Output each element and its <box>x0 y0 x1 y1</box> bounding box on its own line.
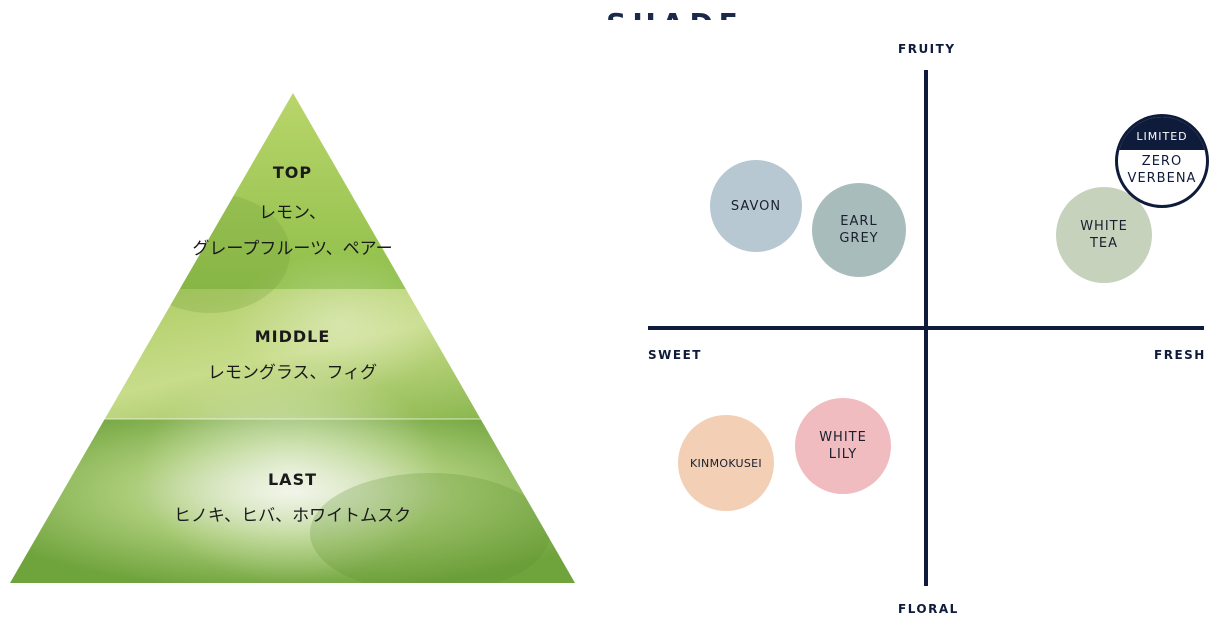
last-notes-heading: LAST <box>267 470 317 489</box>
limited-badge: LIMITED <box>1118 117 1206 150</box>
scent-white-lily[interactable]: WHITE LILY <box>795 398 891 494</box>
middle-notes-heading: MIDDLE <box>254 327 331 346</box>
scent-earl-grey[interactable]: EARL GREY <box>812 183 906 277</box>
vertical-axis <box>924 70 928 586</box>
scent-map: FRUITY FLORAL SWEET FRESH SAVON EARL GRE… <box>640 30 1213 617</box>
axis-label-fresh: FRESH <box>1154 348 1206 362</box>
scent-zero-verbena-limited[interactable]: LIMITED ZERO VERBENA <box>1115 114 1209 208</box>
scent-kinmokusei[interactable]: KINMOKUSEI <box>678 415 774 511</box>
top-notes-line2: グレープフルーツ、ペアー <box>192 239 393 259</box>
section-heading: SHADE <box>600 0 750 21</box>
axis-label-floral: FLORAL <box>898 602 959 616</box>
axis-label-sweet: SWEET <box>648 348 702 362</box>
top-notes-line1: レモン、 <box>259 203 326 223</box>
fragrance-pyramid: TOP レモン、 グレープフルーツ、ペアー MIDDLE レモングラス、フィグ … <box>10 93 575 583</box>
limited-scent-label: ZERO VERBENA <box>1127 154 1197 186</box>
pyramid-graphic <box>10 93 575 583</box>
axis-label-fruity: FRUITY <box>898 42 956 56</box>
middle-notes: レモングラス、フィグ <box>207 363 378 383</box>
scent-savon[interactable]: SAVON <box>710 160 802 252</box>
last-notes: ヒノキ、ヒバ、ホワイトムスク <box>173 506 412 526</box>
scent-white-tea[interactable]: WHITE TEA <box>1056 187 1152 283</box>
top-notes-heading: TOP <box>272 163 313 182</box>
